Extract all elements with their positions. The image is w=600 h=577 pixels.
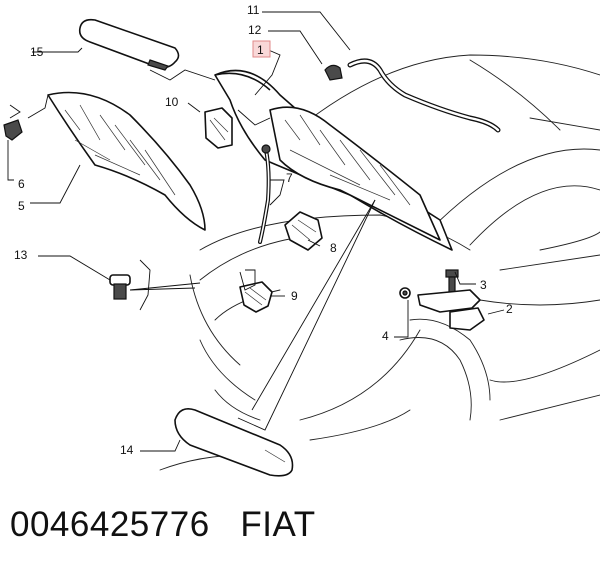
callout-12: 12 <box>248 23 262 37</box>
exploded-parts-diagram: 1 2 3 4 5 6 7 8 9 10 11 12 13 14 15 <box>3 3 600 477</box>
callout-11: 11 <box>247 3 260 17</box>
part-hood <box>214 69 453 251</box>
callout-3: 3 <box>480 278 487 292</box>
leader-lines <box>7 11 505 452</box>
part-number: 0046425776 <box>10 505 210 544</box>
callout-1: 1 <box>257 43 264 57</box>
callout-2: 2 <box>506 302 513 316</box>
part-hood-panel <box>47 91 206 231</box>
callout-5: 5 <box>18 199 25 213</box>
highlight-box-part-1 <box>252 40 271 58</box>
callout-15: 15 <box>30 45 44 59</box>
part-latch <box>239 281 273 313</box>
callout-4: 4 <box>382 329 389 343</box>
brand-name: FIAT <box>240 505 316 544</box>
part-hinge <box>417 289 485 331</box>
part-clip <box>324 64 343 81</box>
callout-labels: 1 2 3 4 5 6 7 8 9 10 11 12 13 14 15 <box>14 3 513 457</box>
part-grommet <box>399 287 411 299</box>
part-prop-rod <box>258 144 271 244</box>
part-rubber-seal <box>347 58 501 133</box>
part-screw <box>109 274 131 300</box>
callout-10: 10 <box>165 95 179 109</box>
callout-14: 14 <box>120 443 134 457</box>
part-bracket-clip <box>284 211 323 251</box>
callout-9: 9 <box>291 289 298 303</box>
part-small-clip <box>3 119 23 141</box>
part-front-trim <box>174 407 294 477</box>
callout-6: 6 <box>18 177 25 191</box>
part-seal-strip <box>78 18 180 71</box>
callout-13: 13 <box>14 248 28 262</box>
part-caption: 0046425776 FIAT <box>10 505 316 545</box>
callout-8: 8 <box>330 241 337 255</box>
callout-7: 7 <box>286 171 293 185</box>
part-bracket <box>204 107 233 149</box>
